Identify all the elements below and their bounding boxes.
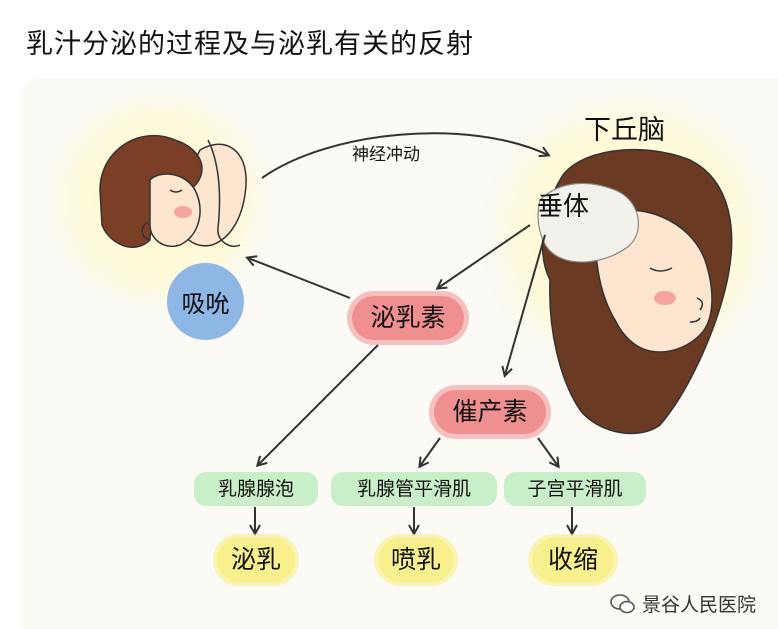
prolactin-label: 泌乳素 bbox=[370, 303, 446, 332]
watermark-text: 景谷人民医院 bbox=[641, 594, 756, 616]
pituitary-to-oxytocin-arrow bbox=[505, 234, 546, 375]
hypothalamus-label: 下丘脑 bbox=[584, 115, 665, 146]
oxytocin-node: 催产素 bbox=[434, 390, 546, 434]
baby-illustration bbox=[99, 134, 247, 248]
nerve-impulse-label: 神经冲动 bbox=[352, 145, 420, 165]
pituitary-to-prolactin-arrow bbox=[438, 224, 531, 288]
suckling-label: 吸吮 bbox=[181, 290, 230, 318]
suckling-node: 吸吮 bbox=[167, 263, 244, 340]
effect-contraction: 收缩 bbox=[532, 538, 614, 582]
pituitary-label: 垂体 bbox=[537, 192, 590, 222]
wechat-icon bbox=[610, 593, 635, 613]
watermark: 景谷人民医院 bbox=[610, 590, 756, 617]
prolactin-node: 泌乳素 bbox=[352, 296, 464, 340]
effect-lactation: 泌乳 bbox=[217, 538, 295, 582]
oxytocin-to-duct-arrow bbox=[420, 437, 441, 466]
effect-milk-ejection: 喷乳 bbox=[378, 538, 454, 582]
oxytocin-to-uterus-arrow bbox=[537, 437, 558, 466]
prolactin-to-alveoli-arrow bbox=[258, 344, 379, 465]
target-uterine-smooth-muscle: 子宫平滑肌 bbox=[504, 472, 646, 506]
prolactin-to-suckling-arrow bbox=[248, 258, 351, 299]
page-title: 乳汁分泌的过程及与泌乳有关的反射 bbox=[26, 29, 474, 60]
target-alveoli: 乳腺腺泡 bbox=[194, 472, 318, 506]
nerve-impulse-arrow bbox=[261, 132, 548, 179]
target-duct-smooth-muscle: 乳腺管平滑肌 bbox=[331, 472, 497, 506]
oxytocin-label: 催产素 bbox=[452, 397, 528, 426]
mother-illustration bbox=[537, 148, 733, 435]
